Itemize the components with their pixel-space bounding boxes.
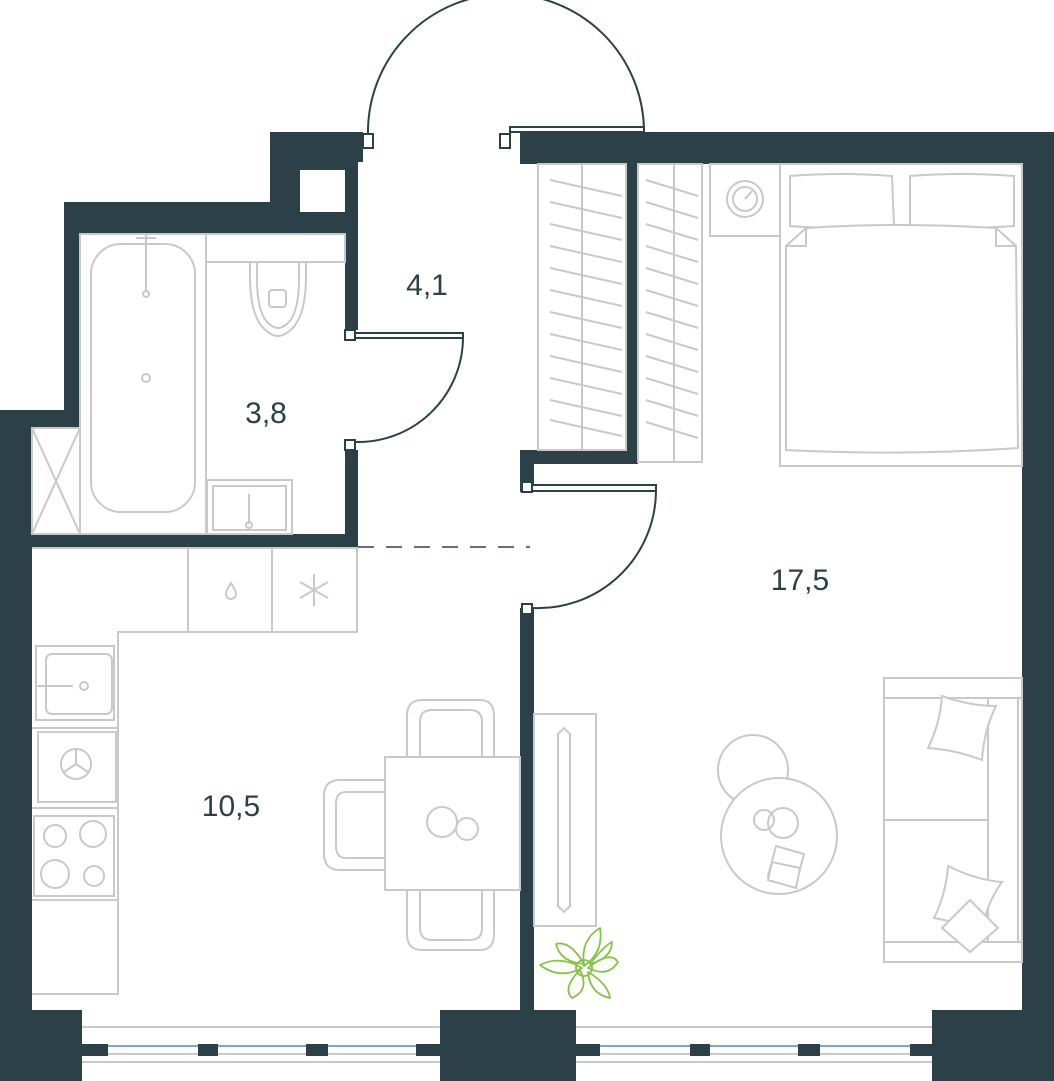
armchair-table [717,734,838,895]
cooktop [33,815,115,897]
sofa [883,677,1023,963]
toilet [205,233,346,337]
area-label-hall: 4,1 [406,269,448,302]
wardrobe-left [537,163,627,451]
shaft [31,427,81,535]
bathtub [79,233,207,535]
dining-table [323,699,521,951]
entrance-door [362,0,645,149]
sink [206,479,293,535]
bathroom-door [344,329,464,451]
water-drop-icon [224,581,238,600]
tv-unit [533,713,597,927]
area-label-bedroom-living: 17,5 [771,564,829,597]
nightstand [709,163,781,237]
windows [82,1026,932,1063]
snowflake-icon [299,574,329,606]
area-label-kitchen: 10,5 [202,790,260,823]
kitchen-counter [32,547,358,995]
bed [779,163,1023,467]
room-door [521,481,657,615]
area-label-bathroom: 3,8 [245,397,287,430]
plant [539,927,619,999]
dishwasher [37,731,117,803]
kitchen-sink [35,645,115,721]
walls [0,132,1054,1081]
wardrobe-right [637,163,703,463]
